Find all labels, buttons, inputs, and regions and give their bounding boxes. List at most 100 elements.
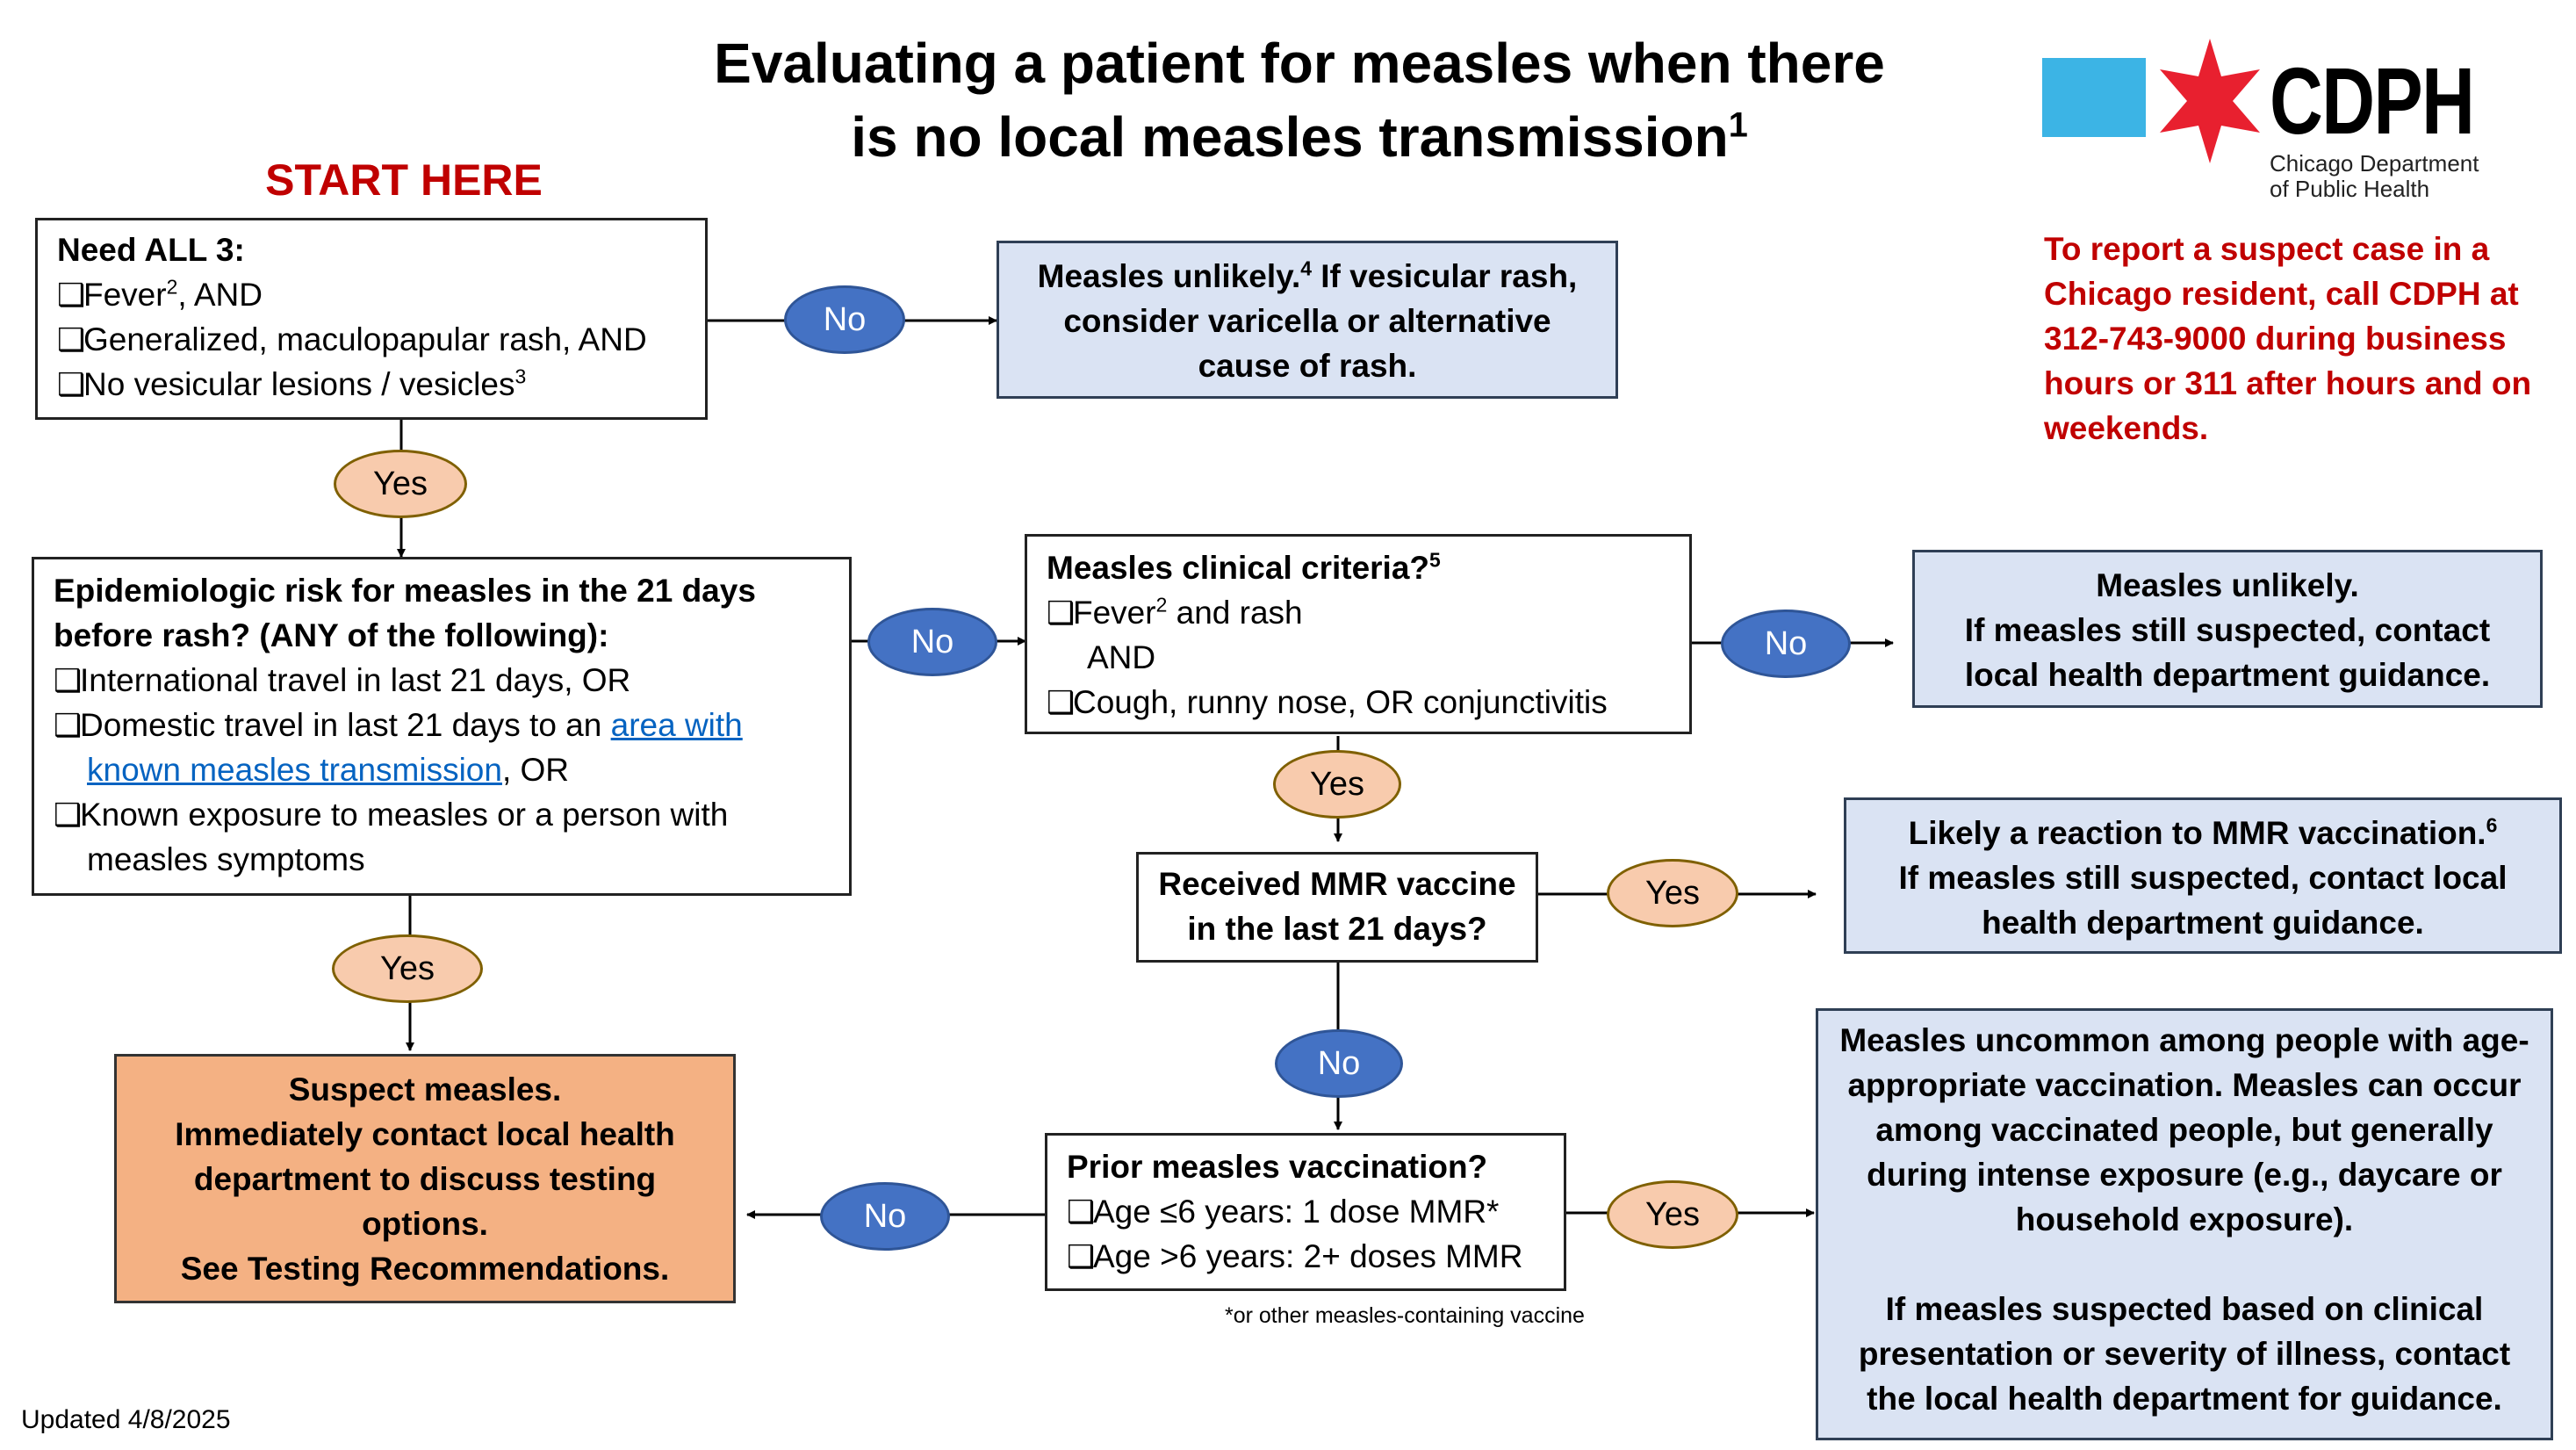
clinical-fever-tail: and rash xyxy=(1167,595,1303,631)
logo-wordmark: CDPH xyxy=(2270,47,2475,154)
footnote-ref: 2 xyxy=(1155,593,1168,617)
prior-item-under-6: ❑Age ≤6 years: 1 dose MMR* xyxy=(1067,1189,1544,1234)
logo-star-icon xyxy=(2160,39,2260,163)
mmr-line-2: in the last 21 days? xyxy=(1187,911,1487,947)
criteria-vesicles-text: No vesicular lesions / vesicles xyxy=(83,366,515,402)
outcome-vaccine-reaction: Likely a reaction to MMR vaccination.6 I… xyxy=(1844,797,2562,954)
unlikely1-line-3: cause of rash. xyxy=(1198,348,1417,384)
prior-item-2-text: Age >6 years: 2+ doses MMR xyxy=(1093,1238,1523,1274)
checkbox-icon: ❑ xyxy=(1067,1238,1096,1274)
epi-item-international: ❑International travel in last 21 days, O… xyxy=(54,658,830,703)
epi-item-domestic-cont: known measles transmission, OR xyxy=(54,747,830,792)
logo-sub-line-2: of Public Health xyxy=(2270,176,2430,202)
epi-heading-1: Epidemiologic risk for measles in the 21… xyxy=(54,573,756,609)
logo-subtitle: Chicago Department of Public Health xyxy=(2270,151,2479,202)
uncommon-line-7: presentation or severity of illness, con… xyxy=(1858,1336,2511,1372)
outcome-suspect-measles: Suspect measles. Immediately contact loc… xyxy=(114,1054,736,1303)
checkbox-icon: ❑ xyxy=(57,321,86,357)
epi-item-3-text: Known exposure to measles or a person wi… xyxy=(80,797,729,833)
footnote-ref: 3 xyxy=(514,364,527,388)
checkbox-icon: ❑ xyxy=(1067,1194,1096,1230)
epi-heading-2: before rash? (ANY of the following): xyxy=(54,617,609,653)
decision-yes-1: Yes xyxy=(334,450,467,518)
decision-yes-2: Yes xyxy=(1273,750,1401,819)
transmission-area-link[interactable]: area with xyxy=(610,707,743,743)
clinical-heading: Measles clinical criteria? xyxy=(1047,550,1430,586)
unlikely1-line-1a: Measles unlikely. xyxy=(1037,258,1301,294)
epi-item-3-cont: measles symptoms xyxy=(87,841,365,877)
checkbox-icon: ❑ xyxy=(1047,595,1076,631)
reaction-line-2: If measles still suspected, contact loca… xyxy=(1898,860,2508,896)
uncommon-line-2: appropriate vaccination. Measles can occ… xyxy=(1847,1067,2522,1103)
checkbox-icon: ❑ xyxy=(1047,684,1076,720)
criteria-box: Need ALL 3: ❑Fever2, AND ❑Generalized, m… xyxy=(35,218,708,420)
title-line-2: is no local measles transmission xyxy=(851,105,1729,169)
checkbox-icon: ❑ xyxy=(54,707,83,743)
suspect-line-2: Immediately contact local health xyxy=(175,1116,675,1152)
transmission-area-link-cont[interactable]: known measles transmission xyxy=(87,752,502,788)
title-footnote-ref: 1 xyxy=(1728,105,1748,145)
epi-item-domestic: ❑Domestic travel in last 21 days to an a… xyxy=(54,703,830,747)
epi-item-2-tail: , OR xyxy=(501,752,570,788)
uncommon-line-4: during intense exposure (e.g., daycare o… xyxy=(1867,1157,2502,1193)
unlikely1-line-1b: If vesicular rash, xyxy=(1312,258,1578,294)
decision-no-3: No xyxy=(1721,610,1851,678)
checkbox-icon: ❑ xyxy=(54,797,83,833)
outcome-unlikely-clinical: Measles unlikely. If measles still suspe… xyxy=(1912,550,2543,708)
clinical-fever-text: Fever xyxy=(1073,595,1156,631)
suspect-line-1: Suspect measles. xyxy=(288,1071,562,1107)
clinical-item-symptoms: ❑Cough, runny nose, OR conjunctivitis xyxy=(1047,680,1670,725)
epi-item-exposure: ❑Known exposure to measles or a person w… xyxy=(54,792,830,837)
unlikely1-line-2: consider varicella or alternative xyxy=(1063,303,1551,339)
suspect-line-3: department to discuss testing xyxy=(193,1161,657,1197)
paragraph-spacer xyxy=(1827,1242,2542,1287)
unlikely2-line-1: Measles unlikely. xyxy=(2096,567,2359,603)
title-line-1: Evaluating a patient for measles when th… xyxy=(714,32,1885,95)
clinical-criteria-box: Measles clinical criteria?5 ❑Fever2 and … xyxy=(1025,534,1692,734)
criteria-rash-text: Generalized, maculopapular rash, AND xyxy=(83,321,647,357)
unlikely2-line-3: local health department guidance. xyxy=(1964,657,2491,693)
reaction-line-3: health department guidance. xyxy=(1982,905,2424,941)
decision-no-5: No xyxy=(820,1182,950,1251)
report-instructions: To report a suspect case in a Chicago re… xyxy=(2044,231,2532,446)
uncommon-line-3: among vaccinated people, but generally xyxy=(1875,1112,2493,1148)
decision-no-4: No xyxy=(1275,1029,1403,1098)
logo-blue-square xyxy=(2042,58,2146,137)
footnote-ref: 2 xyxy=(166,275,178,299)
decision-no-2: No xyxy=(867,608,997,676)
criteria-fever-text: Fever xyxy=(83,277,167,313)
page-title: Evaluating a patient for measles when th… xyxy=(615,26,1984,174)
clinical-symptoms-text: Cough, runny nose, OR conjunctivitis xyxy=(1073,684,1608,720)
recent-mmr-question-box: Received MMR vaccine in the last 21 days… xyxy=(1136,852,1538,963)
criteria-item-rash: ❑Generalized, maculopapular rash, AND xyxy=(57,317,686,362)
clinical-item-fever: ❑Fever2 and rash xyxy=(1047,590,1670,635)
checkbox-icon: ❑ xyxy=(57,277,86,313)
criteria-item-vesicles: ❑No vesicular lesions / vesicles3 xyxy=(57,362,686,407)
decision-yes-4: Yes xyxy=(332,934,483,1003)
footnote-ref: 4 xyxy=(1300,256,1312,280)
criteria-fever-tail: , AND xyxy=(177,277,263,313)
epi-item-2-text: Domestic travel in last 21 days to an xyxy=(80,707,611,743)
footnote-ref: 6 xyxy=(2486,813,2498,837)
decision-yes-5: Yes xyxy=(1607,1180,1738,1249)
testing-recommendations-text: See Testing Recommendations. xyxy=(180,1251,670,1287)
decision-no-1: No xyxy=(784,285,905,354)
decision-yes-3: Yes xyxy=(1607,859,1738,927)
outcome-unlikely-varicella: Measles unlikely.4 If vesicular rash, co… xyxy=(997,241,1618,399)
updated-date: Updated 4/8/2025 xyxy=(21,1405,231,1434)
uncommon-line-8: the local health department for guidance… xyxy=(1867,1381,2502,1417)
logo-sub-line-1: Chicago Department xyxy=(2270,150,2479,177)
uncommon-line-5: household exposure). xyxy=(2015,1201,2354,1237)
prior-heading: Prior measles vaccination? xyxy=(1067,1149,1488,1185)
outcome-uncommon-vaccinated: Measles uncommon among people with age- … xyxy=(1816,1008,2553,1440)
uncommon-line-1: Measles uncommon among people with age- xyxy=(1839,1022,2529,1058)
checkbox-icon: ❑ xyxy=(54,662,83,698)
reaction-line-1: Likely a reaction to MMR vaccination. xyxy=(1908,815,2486,851)
suspect-line-4: options. xyxy=(362,1206,488,1242)
epi-risk-box: Epidemiologic risk for measles in the 21… xyxy=(32,557,852,896)
vaccine-footnote: *or other measles-containing vaccine xyxy=(1225,1303,1585,1328)
footnote-ref: 5 xyxy=(1429,548,1441,572)
prior-item-over-6: ❑Age >6 years: 2+ doses MMR xyxy=(1067,1234,1544,1279)
prior-vaccination-box: Prior measles vaccination? ❑Age ≤6 years… xyxy=(1045,1133,1566,1291)
criteria-heading: Need ALL 3: xyxy=(57,232,245,268)
